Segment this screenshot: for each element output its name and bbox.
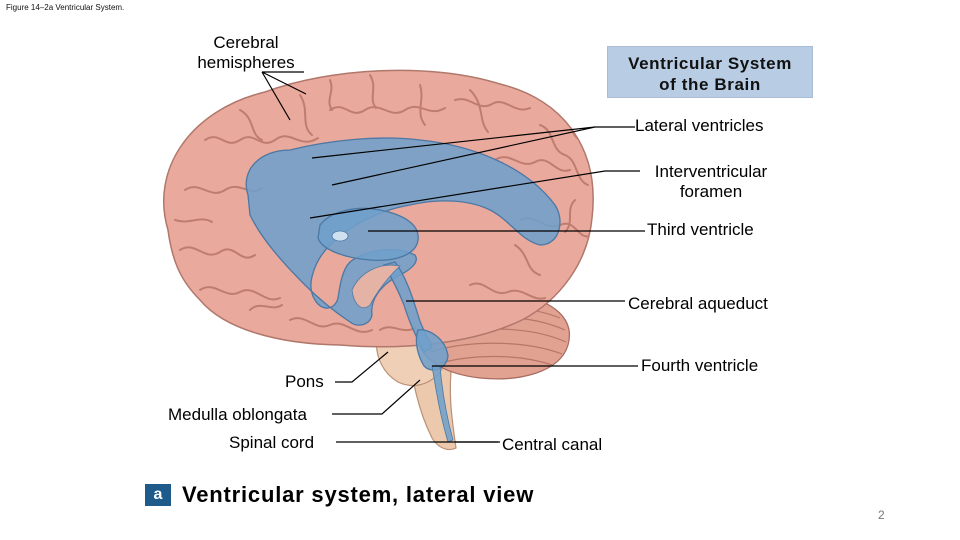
central-canal bbox=[431, 365, 454, 443]
label-cerebral-hemispheres-line2: hemispheres bbox=[197, 53, 295, 72]
label-spinal-cord: Spinal cord bbox=[229, 433, 315, 452]
leader-pons bbox=[335, 351, 389, 383]
leader-cerebral-hemispheres bbox=[261, 71, 307, 121]
figure-caption: Figure 14–2a Ventricular System. bbox=[6, 3, 125, 12]
label-cerebral-aqueduct: Cerebral aqueduct bbox=[628, 294, 768, 313]
title-box: Ventricular System of the Brain bbox=[607, 46, 813, 98]
leader-lateral-ventricles bbox=[311, 126, 635, 186]
ventricular-system bbox=[245, 137, 561, 443]
title-line-1: Ventricular System bbox=[628, 54, 792, 73]
view-title: Ventricular system, lateral view bbox=[182, 482, 535, 507]
leader-medulla bbox=[332, 379, 421, 415]
title-text: Ventricular System of the Brain bbox=[608, 47, 812, 95]
title-line-2: of the Brain bbox=[659, 75, 761, 94]
label-cerebral-hemispheres-line1: Cerebral bbox=[213, 33, 279, 52]
label-third-ventricle: Third ventricle bbox=[647, 220, 754, 239]
label-cerebral-hemispheres: Cerebral hemispheres bbox=[186, 33, 306, 73]
label-medulla-oblongata: Medulla oblongata bbox=[168, 405, 307, 424]
label-interventricular-foramen: Interventricular foramen bbox=[638, 162, 784, 202]
third-ventricle bbox=[317, 207, 419, 261]
label-interventricular-foramen-line1: Interventricular bbox=[654, 162, 768, 181]
interthalamic-adhesion bbox=[331, 230, 349, 242]
label-central-canal: Central canal bbox=[502, 435, 603, 454]
view-badge: a bbox=[145, 484, 171, 506]
leader-lines bbox=[261, 71, 645, 443]
label-pons: Pons bbox=[285, 372, 324, 391]
label-lateral-ventricles: Lateral ventricles bbox=[635, 116, 764, 135]
label-fourth-ventricle: Fourth ventricle bbox=[641, 356, 759, 375]
lateral-ventricle bbox=[245, 137, 561, 326]
leader-interventricular-foramen bbox=[309, 170, 640, 219]
page-number: 2 bbox=[878, 508, 885, 522]
label-interventricular-foramen-line2: foramen bbox=[679, 182, 743, 201]
